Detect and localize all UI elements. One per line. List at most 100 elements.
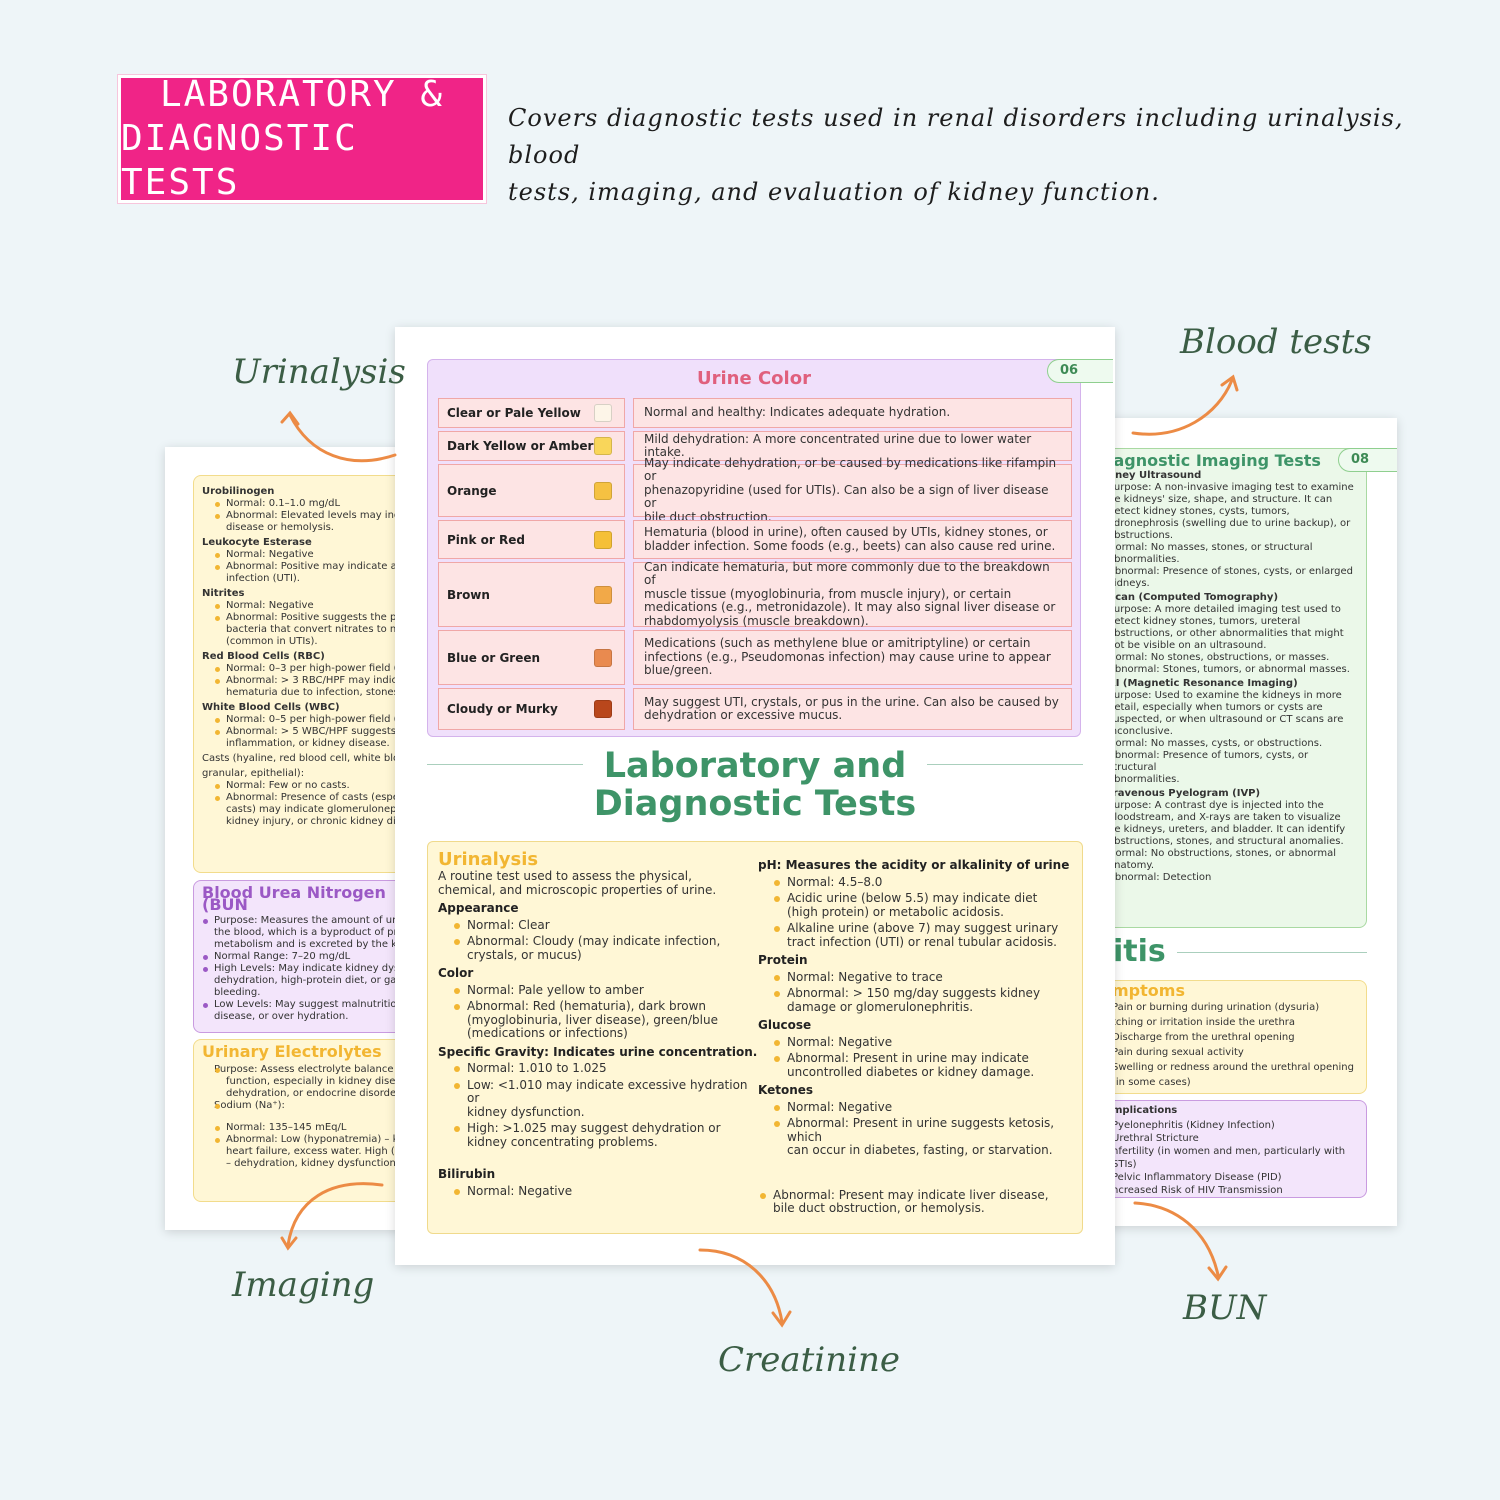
callout-creatinine: Creatinine — [718, 1340, 900, 1380]
urine-color-description: Can indicate hematuria, but more commonl… — [633, 560, 1072, 627]
main-title: Laboratory and Diagnostic Tests — [395, 747, 1115, 823]
left-lines-line: Abnormal: Presence of casts (espe — [202, 792, 415, 804]
urine-color-label: Clear or Pale Yellow — [447, 406, 581, 420]
left-lines-line: Nitrites — [202, 588, 245, 599]
bun-lines-line: the blood, which is a byproduct of pro — [214, 927, 404, 938]
elec-lines-line: Purpose: Assess electrolyte balance a — [202, 1064, 415, 1076]
imaging-line: Abnormal: Detection — [1108, 872, 1212, 883]
left-lines-line: casts) may indicate glomerulonep — [226, 804, 397, 815]
urine-color-description: May suggest UTI, crystals, or pus in the… — [633, 688, 1072, 730]
page-number-08: 08 — [1351, 452, 1370, 467]
urinalysis-line: can occur in diabetes, fasting, or starv… — [787, 1143, 1053, 1157]
badge-line-2: DIAGNOSTIC TESTS — [121, 118, 358, 203]
imaging-line: anatomy. — [1108, 860, 1155, 871]
left-lines-line: Normal: 0–3 per high-power field (H — [202, 663, 415, 675]
color-swatch — [594, 437, 612, 455]
imaging-line: inconclusive. — [1108, 726, 1173, 737]
arrow-bun-head — [1207, 1265, 1228, 1282]
left-lines-line: infection (UTI). — [226, 573, 300, 584]
title-badge: LABORATORY & DIAGNOSTIC TESTS — [118, 74, 486, 203]
elec-lines-line: Abnormal: Low (hyponatremia) – ki — [202, 1134, 415, 1146]
urine-color-description: Hematuria (blood in urine), often caused… — [633, 520, 1072, 559]
left-lines-line: Normal: Few or no casts. — [202, 780, 415, 792]
left-lines-line: kidney injury, or chronic kidney dise — [226, 816, 408, 827]
symptom-item: Pain during sexual activity — [1112, 1047, 1244, 1058]
urinalysis-box: Urinalysis A routine test used to assess… — [427, 841, 1083, 1234]
urinalysis-line: crystals, or mucus) — [467, 947, 582, 962]
urinalysis-line: High: >1.025 may suggest dehydration or — [438, 1121, 758, 1136]
tagline: Covers diagnostic tests used in renal di… — [508, 100, 1438, 211]
bun-box: Blood Urea Nitrogen (BUN Purpose: Measur… — [193, 880, 415, 1033]
urine-color-label: Orange — [447, 483, 497, 498]
urinalysis-left-column: Urinalysis A routine test used to assess… — [438, 850, 758, 1198]
callout-blood-tests: Blood tests — [1180, 322, 1372, 362]
urinalysis-line: Glucose — [758, 1018, 812, 1032]
left-lines-line: Normal: Negative — [202, 549, 415, 561]
color-swatch — [594, 404, 612, 422]
urinalysis-line: A routine test used to assess the physic… — [438, 869, 692, 883]
urinalysis-line: tract infection (UTI) or renal tubular a… — [787, 934, 1057, 949]
left-lines-line: Leukocyte Esterase — [202, 537, 312, 548]
imaging-line: Scan (Computed Tomography) — [1108, 592, 1279, 603]
imaging-line: detect kidney stones, cysts, tumors, — [1108, 506, 1290, 517]
color-swatch — [594, 700, 612, 718]
urinalysis-line: Abnormal: Present may indicate liver dis… — [744, 1188, 1080, 1203]
urinalysis-line: Specific Gravity: Indicates urine concen… — [438, 1044, 758, 1059]
symptom-item: (in some cases) — [1112, 1077, 1191, 1088]
description-line: dehydration or excessive mucus. — [644, 708, 843, 722]
urine-color-label-cell: Orange — [438, 464, 625, 517]
description-line: bladder infection. Some foods (e.g., bee… — [644, 538, 1056, 553]
urine-color-label-cell: Blue or Green — [438, 630, 625, 685]
description-line: infections (e.g., Pseudomonas infection)… — [644, 649, 1051, 664]
urine-color-description: Mild dehydration: A more concentrated ur… — [633, 431, 1072, 461]
imaging-line: ydronephrosis (swelling due to urine bac… — [1108, 518, 1351, 529]
page-number-tab-08: 08 — [1338, 448, 1397, 472]
urinalysis-line: kidney dysfunction. — [467, 1104, 585, 1119]
bun-lines-line: Normal Range: 7–20 mg/dL — [202, 951, 415, 963]
elec-lines-line: – dehydration, kidney dysfunction. — [226, 1158, 400, 1169]
left-lines-line: Normal: 0.1–1.0 mg/dL — [202, 498, 415, 510]
urinalysis-line: Abnormal: > 150 mg/day suggests kidney — [758, 986, 1080, 1001]
urinalysis-line: Normal: Negative — [758, 1100, 1080, 1115]
elec-lines-line: Normal: 135–145 mEq/L — [202, 1122, 415, 1134]
arrow-imaging-head — [280, 1236, 298, 1251]
urine-color-row: Pink or Red Hematuria (blood in urine), o… — [438, 520, 1072, 559]
urine-color-label: Pink or Red — [447, 532, 525, 547]
badge-line-1: LABORATORY & — [159, 74, 445, 115]
imaging-line: bloodstream, and X-rays are taken to vis… — [1108, 812, 1341, 823]
urinalysis-title: Urinalysis — [438, 849, 539, 870]
imaging-line: detail, especially when tumors or cysts … — [1108, 702, 1323, 713]
description-line: medications (e.g., metronidazole). It ma… — [644, 600, 1056, 615]
urinalysis-line — [758, 1172, 1080, 1186]
complications-lines: Pyelonephritis (Kidney Infection)Urethra… — [1112, 1119, 1358, 1197]
left-lines-line: Urobilinogen — [202, 486, 275, 497]
urinalysis-line: damage or glomerulonephritis. — [787, 999, 974, 1014]
bun-lines-line: dehydration, high-protein diet, or gast — [214, 975, 406, 986]
tagline-line-1: Covers diagnostic tests used in renal di… — [508, 104, 1404, 169]
imaging-line: obstructions, stones, and structural ano… — [1108, 836, 1344, 847]
arrow-blood-tests-head — [1220, 374, 1239, 392]
imaging-line: Normal: No obstructions, stones, or abno… — [1108, 848, 1337, 859]
urinalysis-line: (medications or infections) — [467, 1026, 628, 1040]
urine-color-label-cell: Cloudy or Murky — [438, 688, 625, 730]
urinalysis-line: (high protein) or metabolic acidosis. — [787, 904, 1004, 919]
urinalysis-line: Bilirubin — [438, 1167, 496, 1181]
imaging-line: Purpose: A non-invasive imaging test to … — [1108, 482, 1354, 493]
left-lines-line: (common in UTIs). — [226, 636, 318, 647]
imaging-line: suspected, or when ultrasound or CT scan… — [1108, 714, 1344, 725]
arrow-urinalysis-head — [280, 410, 300, 426]
left-lines-line: Abnormal: > 5 WBC/HPF suggests in — [202, 726, 415, 738]
left-lines-line: White Blood Cells (WBC) — [202, 702, 340, 713]
urinalysis-line: Abnormal: Present in urine may indicate — [758, 1051, 1080, 1066]
left-lines-line: bacteria that convert nitrates to nitr — [226, 624, 408, 635]
description-line: Normal and healthy: Indicates adequate h… — [644, 405, 951, 420]
urinalysis-line: Normal: Negative to trace — [758, 970, 1080, 985]
urinalysis-line: bile duct obstruction, or hemolysis. — [773, 1201, 985, 1215]
urinalysis-line: (myoglobinuria, liver disease), green/bl… — [467, 1012, 718, 1027]
